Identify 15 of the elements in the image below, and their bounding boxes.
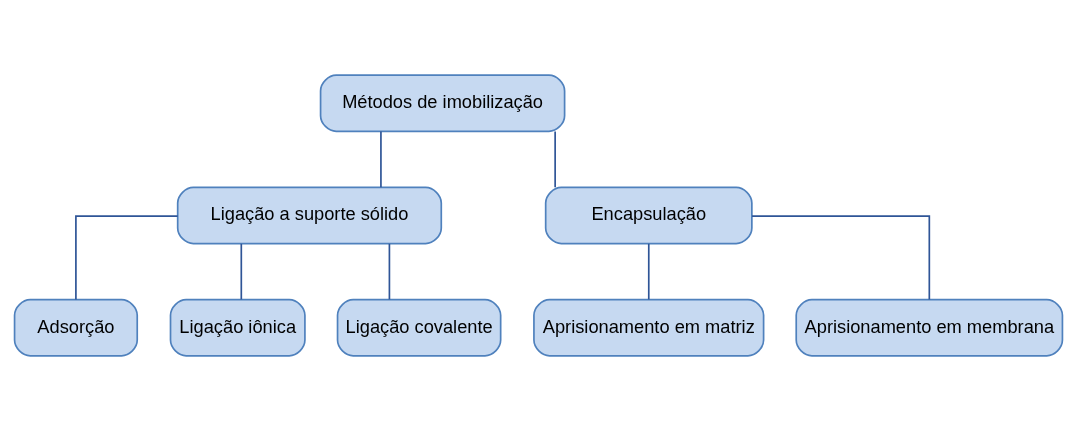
node-box: Aprisionamento em matriz	[533, 298, 765, 357]
connector	[380, 130, 382, 189]
node-box: Adsorção	[13, 298, 139, 357]
connector	[554, 130, 556, 189]
connector	[75, 215, 179, 301]
connector	[240, 242, 243, 301]
node-box: Aprisionamento em membrana	[795, 298, 1064, 357]
node-box: Ligação a suporte sólido	[176, 186, 443, 245]
connector	[647, 242, 650, 301]
node-box: Encapsulação	[544, 186, 753, 245]
node-box: Métodos de imobilização	[319, 74, 566, 133]
node-box: Ligação covalente	[336, 298, 502, 357]
connector	[751, 215, 931, 301]
connector	[388, 242, 391, 301]
node-box: Ligação iônica	[169, 298, 306, 357]
